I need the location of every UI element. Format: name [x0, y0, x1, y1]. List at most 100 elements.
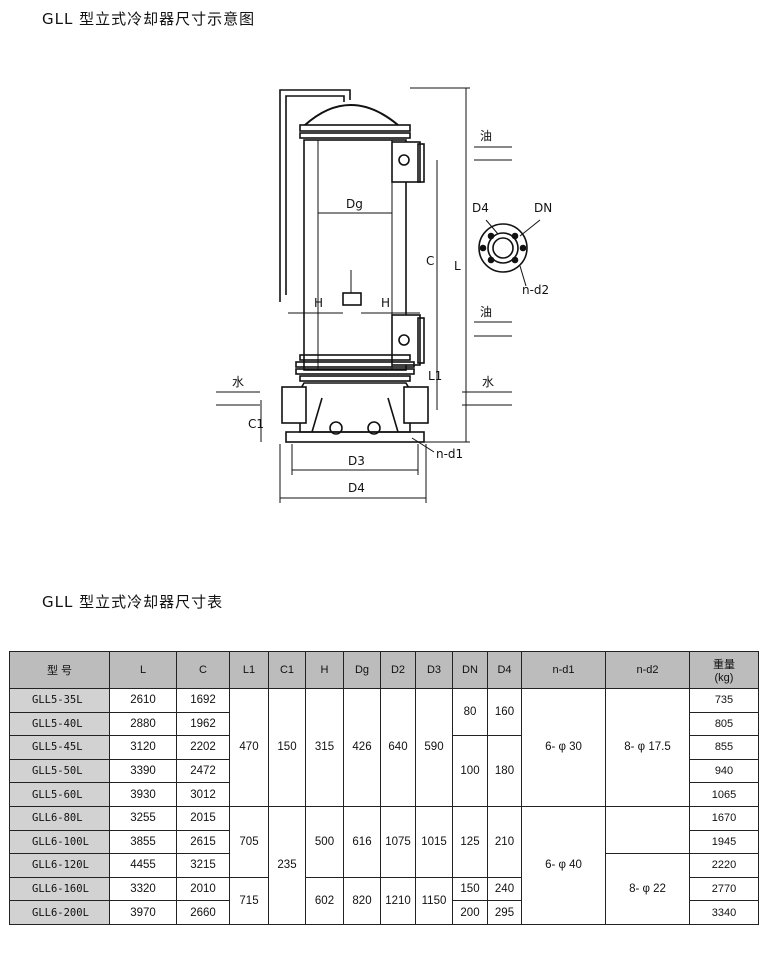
- h-cell: 500: [305, 805, 344, 878]
- header-d4: D4: [487, 651, 522, 689]
- l-cell: 3970: [109, 900, 177, 925]
- l-cell: 3855: [109, 829, 177, 855]
- l-cell: 2610: [109, 688, 177, 713]
- flange-d4-label: D4: [472, 201, 489, 215]
- c1-label: C1: [248, 417, 264, 431]
- table-row: GLL6-200L 3970 2660 200 295 3340: [9, 900, 759, 925]
- nd1-cell: 6- φ 30: [521, 688, 606, 807]
- model-cell: GLL6-120L: [9, 853, 110, 878]
- d4-cell: 180: [487, 735, 522, 807]
- d3-cell: 1015: [415, 805, 453, 878]
- nd2-cell: 8- φ 22: [605, 853, 690, 925]
- l1-label: L1: [428, 369, 442, 383]
- nd2-cell: 8- φ 17.5: [605, 688, 690, 807]
- h-cell: 315: [305, 688, 344, 807]
- header-c: C: [176, 651, 230, 689]
- dg-cell: 616: [343, 805, 381, 878]
- nd2-label: n-d2: [522, 283, 549, 297]
- flange-dn-label: DN: [534, 201, 552, 215]
- d2-cell: 1075: [380, 805, 416, 878]
- c-label: C: [426, 254, 434, 268]
- l-cell: 3390: [109, 758, 177, 784]
- l-cell: 4455: [109, 853, 177, 878]
- c-cell: 3012: [176, 782, 230, 807]
- oil-label-top: 油: [480, 129, 492, 143]
- header-nd1: n-d1: [521, 651, 606, 689]
- d4-cell: 160: [487, 687, 522, 737]
- c-cell: 2615: [176, 829, 230, 855]
- l-cell: 2880: [109, 711, 177, 737]
- header-h: H: [305, 651, 344, 689]
- d2-cell: 1210: [380, 876, 416, 925]
- model-cell: GLL5-45L: [9, 735, 110, 760]
- header-dn: DN: [452, 651, 488, 689]
- weight-cell: 1945: [689, 829, 759, 855]
- c-cell: 2472: [176, 758, 230, 784]
- diagram-title: GLL 型立式冷却器尺寸示意图: [42, 10, 256, 28]
- table-title: GLL 型立式冷却器尺寸表: [42, 593, 224, 611]
- l-cell: 3320: [109, 876, 177, 902]
- model-cell: GLL5-50L: [9, 758, 110, 784]
- model-cell: GLL6-80L: [9, 805, 110, 831]
- dn-cell: 125: [452, 805, 488, 878]
- nd1-cell: 6- φ 40: [521, 805, 606, 925]
- weight-cell: 1065: [689, 782, 759, 807]
- model-cell: GLL6-160L: [9, 876, 110, 902]
- weight-cell: 3340: [689, 900, 759, 925]
- header-l1: L1: [229, 651, 269, 689]
- weight-cell: 2770: [689, 876, 759, 902]
- dn-cell: 100: [452, 735, 488, 807]
- weight-cell: 1670: [689, 805, 759, 831]
- c-cell: 2010: [176, 876, 230, 902]
- l-cell: 3255: [109, 805, 177, 831]
- d4-cell: 295: [487, 900, 522, 925]
- c-cell: 1692: [176, 688, 230, 713]
- weight-cell: 735: [689, 688, 759, 713]
- header-nd2: n-d2: [605, 651, 690, 689]
- header-c1: C1: [268, 651, 306, 689]
- c1-cell: 150: [268, 688, 306, 807]
- dg-cell: 820: [343, 876, 381, 925]
- table-row: GLL5-35L 2610 1692 470 150 315 426 640 5…: [9, 687, 759, 807]
- header-model: 型 号: [9, 651, 110, 689]
- l1-cell: 715: [229, 876, 269, 925]
- model-cell: GLL6-100L: [9, 829, 110, 855]
- d4-cell: 240: [487, 876, 522, 902]
- d3-label: D3: [348, 454, 365, 468]
- c-cell: 2660: [176, 900, 230, 925]
- weight-cell: 2220: [689, 853, 759, 878]
- h-cell: 602: [305, 876, 344, 925]
- header-dg: Dg: [343, 651, 381, 689]
- water-label-left: 水: [232, 375, 244, 389]
- h-label-right: H: [381, 296, 390, 310]
- c-cell: 2015: [176, 805, 230, 831]
- d3-cell: 1150: [415, 876, 453, 925]
- dg-cell: 426: [343, 688, 381, 807]
- d4-cell: 210: [487, 805, 522, 878]
- l-label: L: [454, 259, 461, 273]
- nd1-label: n-d1: [436, 447, 463, 461]
- c-cell: 3215: [176, 853, 230, 878]
- nd2-cell-blank: [605, 805, 690, 855]
- header-l: L: [109, 651, 177, 689]
- water-label-right: 水: [482, 375, 494, 389]
- oil-label-bottom: 油: [480, 305, 492, 319]
- weight-cell: 940: [689, 758, 759, 784]
- c1-cell: 235: [268, 805, 306, 925]
- l1-cell: 470: [229, 688, 269, 807]
- d2-cell: 640: [380, 688, 416, 807]
- header-d3: D3: [415, 651, 453, 689]
- table-row: GLL6-100L 3855 2615 1945: [9, 829, 759, 855]
- l-cell: 3120: [109, 735, 177, 760]
- model-cell: GLL5-35L: [9, 688, 110, 713]
- cooler-dimension-diagram: 油 油 水 水 Dg H H L C L1 C1 D3 D4 D4 DN n-d…: [216, 87, 552, 503]
- table-row: GLL5-50L 3390 2472 940: [9, 758, 759, 784]
- dn-cell: 150: [452, 876, 488, 902]
- weight-cell: 805: [689, 711, 759, 737]
- weight-cell: 855: [689, 735, 759, 760]
- dn-cell: 80: [452, 687, 488, 737]
- header-weight: 重量 (kg): [689, 651, 759, 689]
- h-label-left: H: [314, 296, 323, 310]
- c-cell: 1962: [176, 711, 230, 737]
- l1-cell: 705: [229, 805, 269, 878]
